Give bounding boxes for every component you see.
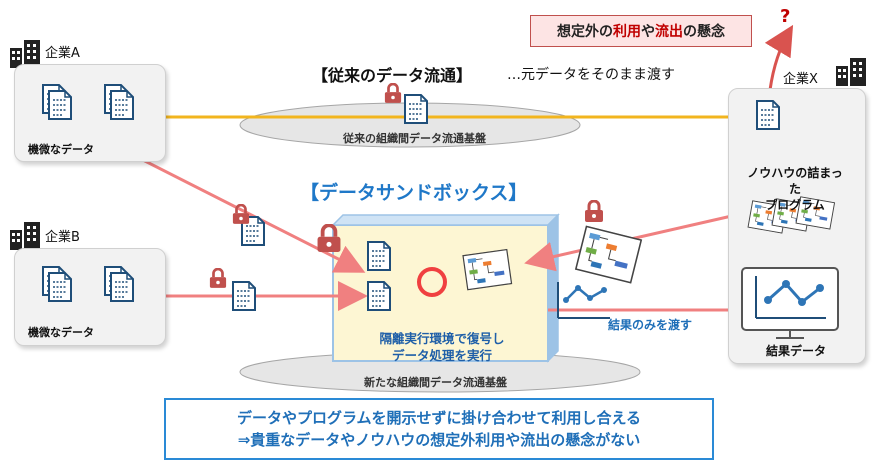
- conventional-lock-icon: [384, 83, 402, 103]
- knowhow-label-line2: プログラム: [765, 198, 825, 212]
- transit-program-lock-icon: [584, 200, 604, 222]
- concern-suffix: の懸念: [683, 24, 725, 40]
- sandbox-doc-1: [367, 241, 391, 271]
- sandbox-doc-2: [367, 281, 391, 311]
- result-only-label: 結果のみを渡す: [608, 318, 693, 332]
- concern-box: 想定外の利用や流出の懸念: [530, 15, 752, 47]
- summary-line2: ⇒貴重なデータやノウハウの想定外利用や流出の懸念がない: [237, 431, 641, 449]
- result-data-label: 結果データ: [766, 344, 827, 358]
- processing-cycle-icon: [417, 267, 447, 297]
- transit-result-chart-icon: [557, 282, 610, 319]
- concern-word-use: 利用: [613, 24, 641, 40]
- summary-box: データやプログラムを開示せずに掛け合わせて利用し合える ⇒貴重なデータやノウハウ…: [164, 398, 714, 460]
- sandbox-title: 【データサンドボックス】: [300, 182, 528, 204]
- knowhow-program-label: ノウハウの詰まった プログラム: [745, 165, 845, 213]
- new-platform-label: 新たな組織間データ流通基盤: [364, 376, 507, 389]
- company-x-panel: [728, 88, 866, 364]
- encrypted-doc-b: [232, 281, 256, 311]
- conventional-doc: [404, 94, 428, 124]
- company-b-name: 企業B: [45, 230, 80, 245]
- arrow-x-program-to-sandbox: [524, 208, 759, 272]
- sandbox-description: 隔離実行環境で復号し データ処理を実行: [342, 330, 542, 364]
- leak-arrow: [764, 24, 794, 91]
- summary-line1: データやプログラムを開示せずに掛け合わせて利用し合える: [236, 409, 642, 427]
- conventional-subtitle: …元データをそのまま渡す: [507, 67, 675, 83]
- sandbox-program-icon: [462, 248, 513, 291]
- knowhow-label-line1: ノウハウの詰まった: [747, 166, 843, 196]
- company-b-data-label: 機微なデータ: [28, 326, 94, 339]
- lock-b-icon: [209, 268, 227, 288]
- transit-program-icon: [575, 225, 643, 284]
- sandbox-line1: 隔離実行環境で復号し: [379, 331, 505, 346]
- sandbox-box-side: [547, 213, 559, 363]
- company-b-panel: [14, 248, 166, 346]
- conventional-title: 【従来のデータ流通】: [312, 66, 473, 85]
- sandbox-line2: データ処理を実行: [391, 348, 492, 363]
- company-a-name: 企業A: [45, 46, 80, 61]
- sandbox-box-top: [331, 214, 560, 226]
- concern-mid: や: [641, 24, 655, 40]
- conventional-platform-label: 従来の組織間データ流通基盤: [343, 132, 486, 145]
- company-x-building-icon: [836, 58, 866, 86]
- company-a-data-label: 機微なデータ: [28, 143, 94, 156]
- concern-prefix: 想定外の: [557, 24, 613, 40]
- company-a-panel: [14, 64, 166, 162]
- company-x-name: 企業X: [783, 72, 818, 87]
- question-mark: ?: [780, 6, 791, 27]
- concern-word-leak: 流出: [655, 24, 683, 40]
- company-b-building-icon: [10, 222, 40, 250]
